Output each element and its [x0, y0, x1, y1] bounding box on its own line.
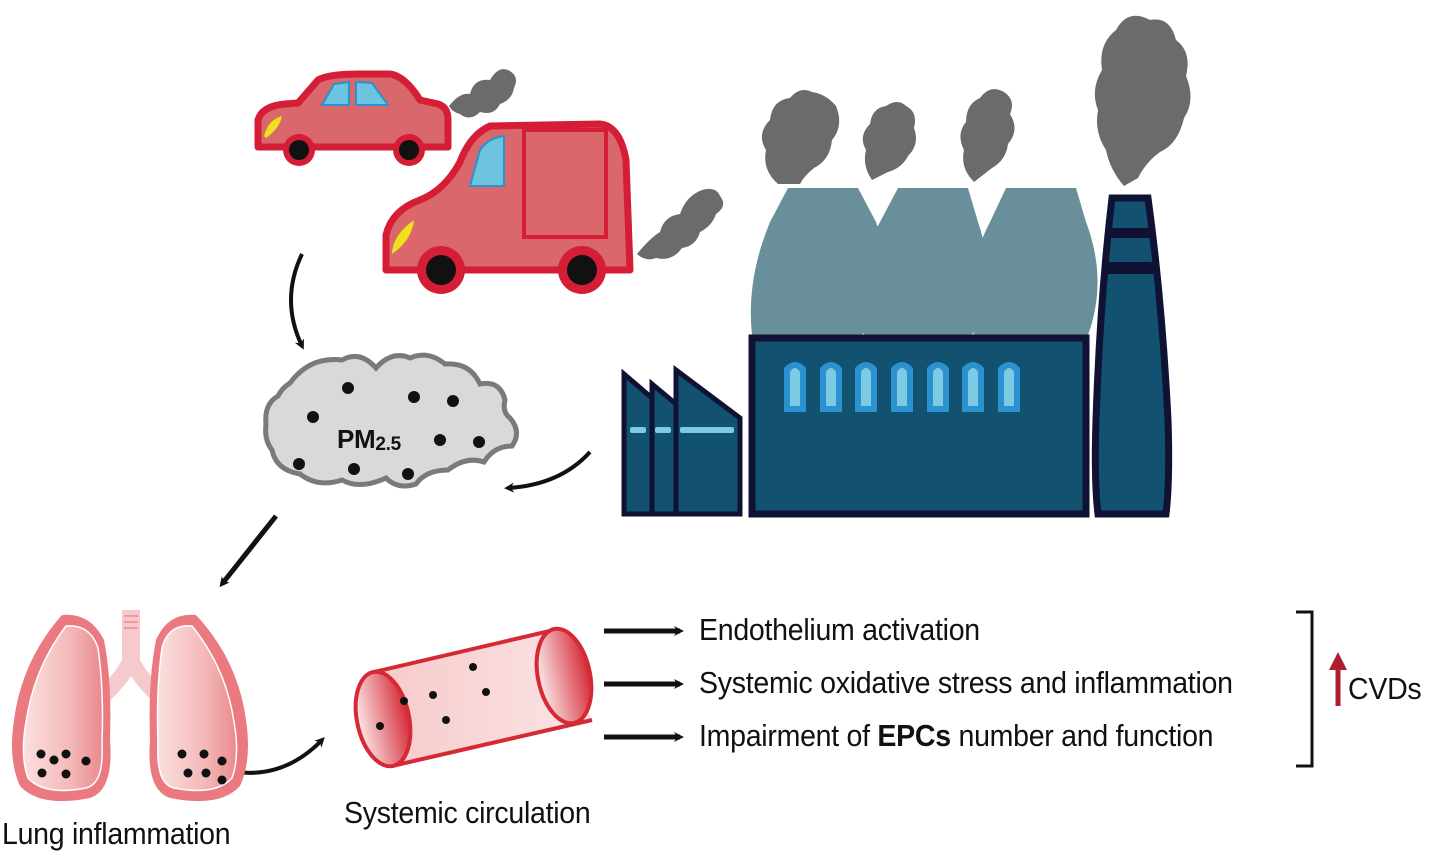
vessel-particles [376, 663, 490, 730]
epcs-term: EPCs [877, 718, 951, 753]
lung-particles [36, 749, 227, 785]
arrow-factory-to-pm [504, 450, 592, 493]
van-exhaust-smoke-icon [637, 188, 724, 260]
effect-epc-prefix: Impairment of [699, 718, 878, 753]
lungs-icon [12, 610, 248, 802]
pm25-label: PM2.5 [337, 424, 401, 456]
smoke-icon [1094, 15, 1191, 186]
cooling-tower [750, 188, 884, 335]
particle-dots [293, 382, 485, 480]
smoke-icon [862, 102, 916, 180]
blood-vessel-icon [353, 626, 594, 769]
smoke-icon [960, 89, 1015, 182]
lung-inflammation-label: Lung inflammation [2, 816, 231, 851]
effects-bracket [1296, 610, 1314, 768]
effect-endothelium-activation: Endothelium activation [699, 612, 980, 647]
effect-oxidative-stress: Systemic oxidative stress and inflammati… [699, 665, 1233, 700]
increase-arrow-icon [1329, 652, 1347, 706]
factory-windows [784, 362, 1020, 412]
effect-epc-impairment: Impairment of EPCs number and function [699, 718, 1214, 754]
arrow-vehicles-to-pm [289, 253, 304, 350]
pm-main-text: PM [337, 424, 376, 454]
cooling-tower [857, 188, 987, 335]
cvds-label: CVDs [1348, 671, 1422, 706]
effect-epc-suffix: number and function [950, 718, 1214, 753]
arrow-lung-to-circulation [236, 737, 325, 775]
pm-subscript-text: 2.5 [375, 434, 401, 455]
factory-icon [621, 15, 1191, 518]
systemic-circulation-label: Systemic circulation [344, 795, 591, 830]
smoke-icon [761, 90, 840, 184]
van-icon [382, 120, 634, 294]
car-exhaust-smoke-icon [449, 69, 516, 118]
arrow-pm-to-lung [219, 514, 278, 588]
pm25-cloud [263, 352, 519, 489]
car-icon [254, 70, 452, 166]
cooling-tower [969, 188, 1098, 335]
